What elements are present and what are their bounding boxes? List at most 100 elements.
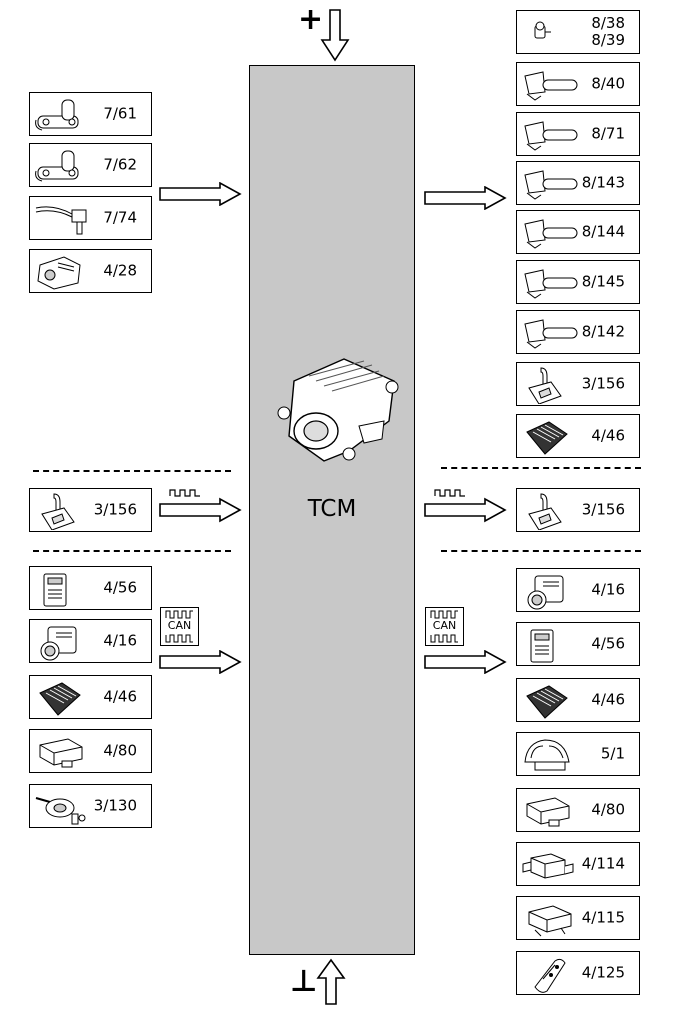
left-component-4-16[interactable]: 4/16 (29, 619, 152, 663)
component-label: 4/56 (591, 634, 625, 653)
component-label: 4/56 (103, 578, 137, 597)
down-arrow-icon (320, 9, 350, 62)
component-label: 7/61 (103, 104, 137, 123)
component-label: 8/71 (591, 124, 625, 143)
right-component-8-38-8-39[interactable]: 8/38 8/39 (516, 10, 640, 54)
separator-right-bottom (441, 550, 641, 552)
tcm-block[interactable]: TCM (249, 65, 415, 955)
right-component-4-46[interactable]: 4/46 (516, 414, 640, 458)
right-component-3-156[interactable]: 3/156 (516, 488, 640, 532)
component-label: 4/46 (591, 426, 625, 445)
right-component-5-1[interactable]: 5/1 (516, 732, 640, 776)
gear-selector-icon (528, 493, 562, 530)
component-label: 8/142 (581, 322, 625, 341)
right-component-8-40[interactable]: 8/40 (516, 62, 640, 106)
finned-ecu-icon (526, 421, 568, 455)
can-signal-icon (165, 610, 193, 643)
solenoid-icon (524, 219, 578, 249)
output-arrow-pwm (424, 489, 507, 523)
small-solenoid-icon (534, 21, 551, 39)
right-component-8-144[interactable]: 8/144 (516, 210, 640, 254)
bracket-module-icon (522, 853, 574, 879)
component-label: 4/80 (591, 800, 625, 819)
component-label: 7/62 (103, 155, 137, 174)
left-component-7-62[interactable]: 7/62 (29, 143, 152, 187)
right-component-4-46[interactable]: 4/46 (516, 678, 640, 722)
can-badge-right: CAN (425, 607, 464, 646)
finned-ecu-icon (526, 685, 568, 719)
solenoid-icon (524, 121, 578, 151)
component-label: 8/143 (581, 173, 625, 192)
component-label: 3/130 (93, 796, 137, 815)
can-label: CAN (432, 619, 457, 632)
right-component-4-56[interactable]: 4/56 (516, 622, 640, 666)
right-component-8-71[interactable]: 8/71 (516, 112, 640, 156)
solenoid-icon (524, 269, 578, 299)
left-component-4-46[interactable]: 4/46 (29, 675, 152, 719)
left-component-7-61[interactable]: 7/61 (29, 92, 152, 136)
right-component-4-114[interactable]: 4/114 (516, 842, 640, 886)
wired-sensor-icon (35, 206, 87, 235)
key-fob-icon (534, 958, 566, 993)
instrument-cluster-icon (524, 739, 570, 771)
output-arrow-analog (424, 186, 507, 210)
tcm-label: TCM (307, 496, 357, 522)
steering-switch-icon (35, 797, 86, 825)
input-arrow-can (159, 650, 242, 674)
component-label: 8/145 (581, 272, 625, 291)
pressure-sensor-icon (35, 150, 79, 182)
input-arrow-pwm (159, 489, 242, 523)
airbag-module-icon (39, 738, 83, 768)
right-component-4-16[interactable]: 4/16 (516, 568, 640, 612)
component-label: 4/115 (581, 908, 625, 927)
ground-symbol: ⊥ (290, 964, 318, 999)
component-label: 3/156 (581, 500, 625, 519)
component-label: 8/40 (591, 74, 625, 93)
airbag-module-icon (526, 797, 570, 827)
up-arrow-icon (316, 958, 346, 1005)
component-label: 4/125 (581, 963, 625, 982)
power-supply: + (296, 2, 356, 62)
cylinder-module-icon (527, 575, 564, 610)
gear-selector-icon (528, 367, 562, 404)
separator-left-top (33, 470, 231, 472)
left-component-4-28[interactable]: 4/28 (29, 249, 152, 293)
plus-symbol: + (298, 2, 324, 37)
component-label: 4/114 (581, 854, 625, 873)
control-module-icon (37, 256, 81, 290)
component-label: 3/156 (93, 500, 137, 519)
right-component-8-145[interactable]: 8/145 (516, 260, 640, 304)
component-label: 5/1 (600, 744, 625, 763)
left-component-3-156[interactable]: 3/156 (29, 488, 152, 532)
separator-right-top (441, 467, 641, 469)
right-component-4-125[interactable]: 4/125 (516, 951, 640, 995)
component-label: 4/46 (103, 687, 137, 706)
tcm-module-icon (277, 358, 399, 462)
narrow-module-icon (530, 629, 554, 663)
solenoid-icon (524, 319, 578, 349)
narrow-module-icon (43, 573, 67, 607)
right-component-3-156[interactable]: 3/156 (516, 362, 640, 406)
pressure-sensor-icon (35, 99, 79, 131)
right-component-4-115[interactable]: 4/115 (516, 896, 640, 940)
left-component-4-56[interactable]: 4/56 (29, 566, 152, 610)
finned-ecu-icon (39, 682, 81, 716)
component-label: 8/38 8/39 (591, 14, 625, 49)
component-label: 7/74 (103, 208, 137, 227)
component-label: 4/16 (591, 580, 625, 599)
can-badge-left: CAN (160, 607, 199, 646)
left-component-4-80[interactable]: 4/80 (29, 729, 152, 773)
component-label: 4/46 (591, 690, 625, 709)
output-arrow-can (424, 650, 507, 674)
can-label: CAN (167, 619, 192, 632)
right-component-4-80[interactable]: 4/80 (516, 788, 640, 832)
left-component-3-130[interactable]: 3/130 (29, 784, 152, 828)
cylinder-module-icon (40, 626, 77, 661)
ground: ⊥ (290, 958, 350, 1008)
separator-left-bottom (33, 550, 231, 552)
right-component-8-142[interactable]: 8/142 (516, 310, 640, 354)
left-component-7-74[interactable]: 7/74 (29, 196, 152, 240)
right-component-8-143[interactable]: 8/143 (516, 161, 640, 205)
component-label: 4/80 (103, 741, 137, 760)
input-arrow-analog (159, 182, 242, 206)
